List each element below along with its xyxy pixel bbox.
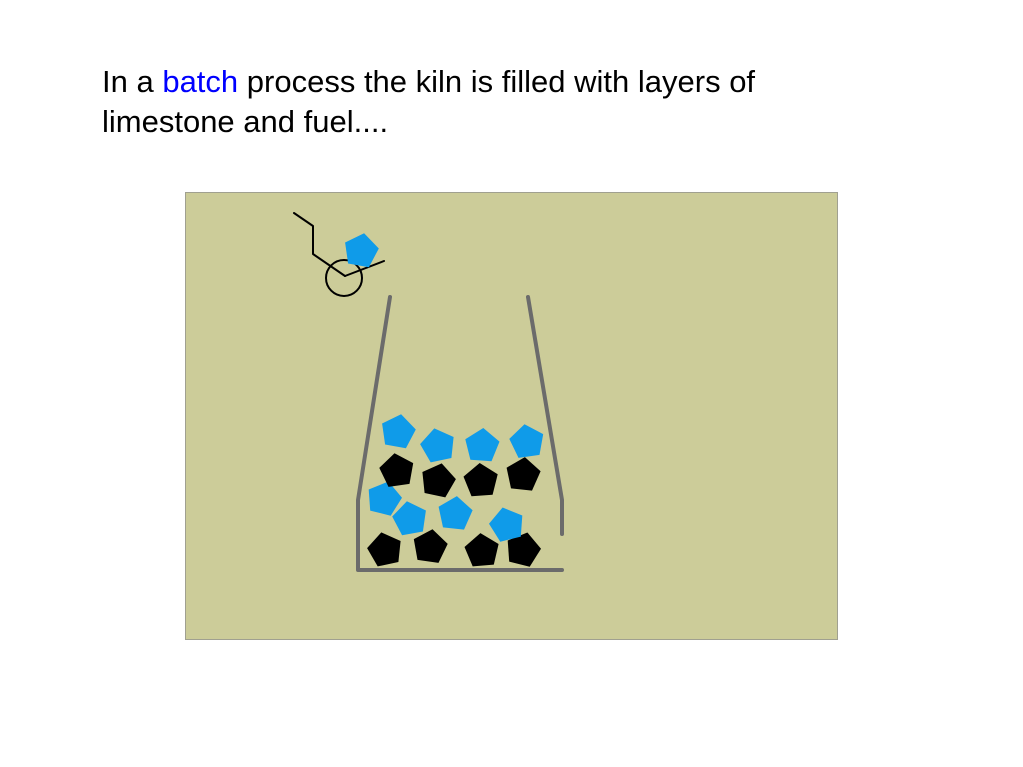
- wheelbarrow-load: [345, 233, 379, 268]
- diagram-background: [185, 192, 838, 640]
- caption-text-end: process the kiln is filled with layers o…: [102, 64, 756, 139]
- limestone-piece: [420, 428, 454, 463]
- wheelbarrow-handle: [293, 212, 346, 277]
- limestone-piece: [438, 496, 473, 530]
- limestone-piece: [465, 428, 500, 462]
- fuel-piece: [422, 463, 456, 498]
- wheelbarrow: [293, 212, 385, 297]
- kiln-diagram: [185, 192, 838, 640]
- limestone-piece: [382, 414, 416, 449]
- wheelbarrow-wheel: [325, 259, 363, 297]
- limestone-piece: [368, 481, 402, 516]
- caption-text-start: In a: [102, 64, 163, 99]
- limestone-piece: [509, 424, 544, 458]
- fuel-piece: [413, 529, 448, 563]
- fuel-piece: [506, 457, 541, 491]
- fuel-piece: [367, 532, 401, 567]
- slide-caption: In a batch process the kiln is filled wi…: [102, 62, 862, 142]
- fuel-piece: [464, 533, 499, 567]
- kiln-left-wall: [356, 295, 564, 572]
- limestone-piece: [392, 501, 426, 536]
- fuel-piece: [463, 463, 498, 497]
- fuel-piece: [379, 453, 414, 487]
- caption-keyword-batch: batch: [162, 64, 239, 99]
- kiln-right-wall: [526, 295, 564, 536]
- limestone-piece-in-wheelbarrow: [345, 233, 379, 268]
- fuel-piece: [507, 532, 541, 567]
- limestone-piece: [489, 507, 523, 542]
- wheelbarrow-tray: [344, 260, 385, 277]
- kiln-contents: [367, 414, 544, 567]
- kiln: [356, 295, 564, 572]
